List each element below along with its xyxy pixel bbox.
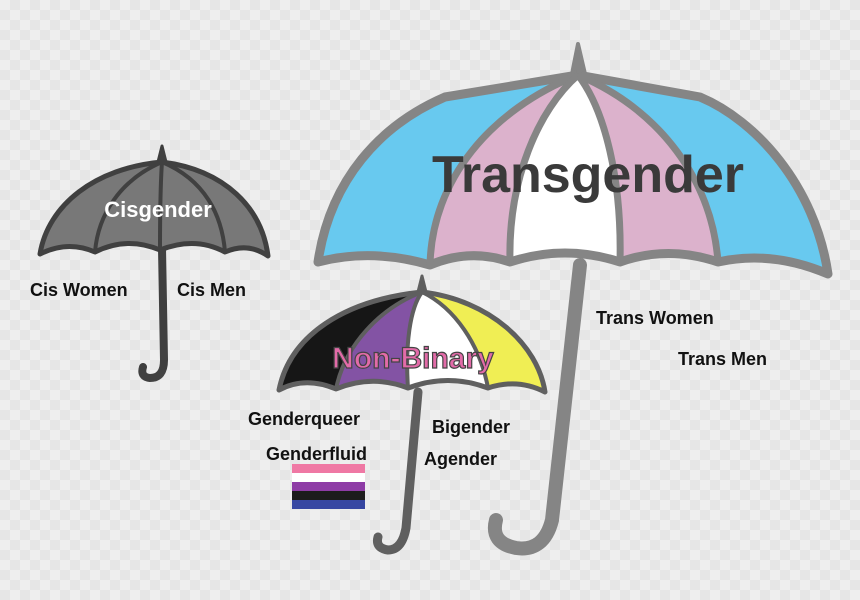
cisgender-umbrella-handle — [138, 244, 169, 383]
nonbinary-umbrella-handle — [373, 387, 423, 555]
label-genderqueer: Genderqueer — [248, 409, 360, 429]
genderfluid-flag — [292, 464, 365, 509]
label-trans-men: Trans Men — [678, 349, 767, 369]
genderfluid-flag-stripe-black — [292, 491, 365, 500]
transgender-panel-blue-left — [318, 75, 578, 265]
nonbinary-panel-purple — [336, 292, 422, 389]
genderfluid-flag-stripe-pink — [292, 464, 365, 473]
transgender-umbrella: Transgender — [313, 42, 833, 556]
nonbinary-umbrella: Non-Binary — [276, 274, 548, 555]
label-genderfluid: Genderfluid — [266, 444, 367, 464]
transgender-umbrella-tip — [570, 42, 587, 76]
label-bigender: Bigender — [432, 417, 510, 437]
transgender-panel-white — [509, 75, 621, 262]
item-labels: Cis Women Cis Men Trans Women Trans Men … — [30, 280, 767, 469]
nonbinary-title: Non-Binary — [332, 342, 494, 375]
nonbinary-panel-yellow — [422, 292, 545, 392]
transgender-panel-blue-right — [578, 75, 828, 274]
genderfluid-flag-stripe-white — [292, 473, 365, 482]
cisgender-umbrella: Cisgender — [37, 144, 271, 383]
label-agender: Agender — [424, 449, 497, 469]
genderfluid-flag-stripe-blue — [292, 500, 365, 509]
transgender-canopy-outline — [313, 70, 833, 279]
transgender-panel-pink-right — [578, 75, 718, 262]
label-cis-women: Cis Women — [30, 280, 128, 300]
transgender-title: Transgender — [432, 146, 744, 204]
genderfluid-flag-stripe-purple — [292, 482, 365, 491]
transgender-umbrella-handle — [488, 258, 587, 556]
nonbinary-panel-white — [407, 292, 488, 388]
cisgender-title: Cisgender — [104, 197, 212, 222]
nonbinary-panel-black — [279, 292, 422, 390]
label-trans-women: Trans Women — [596, 308, 714, 328]
label-cis-men: Cis Men — [177, 280, 246, 300]
